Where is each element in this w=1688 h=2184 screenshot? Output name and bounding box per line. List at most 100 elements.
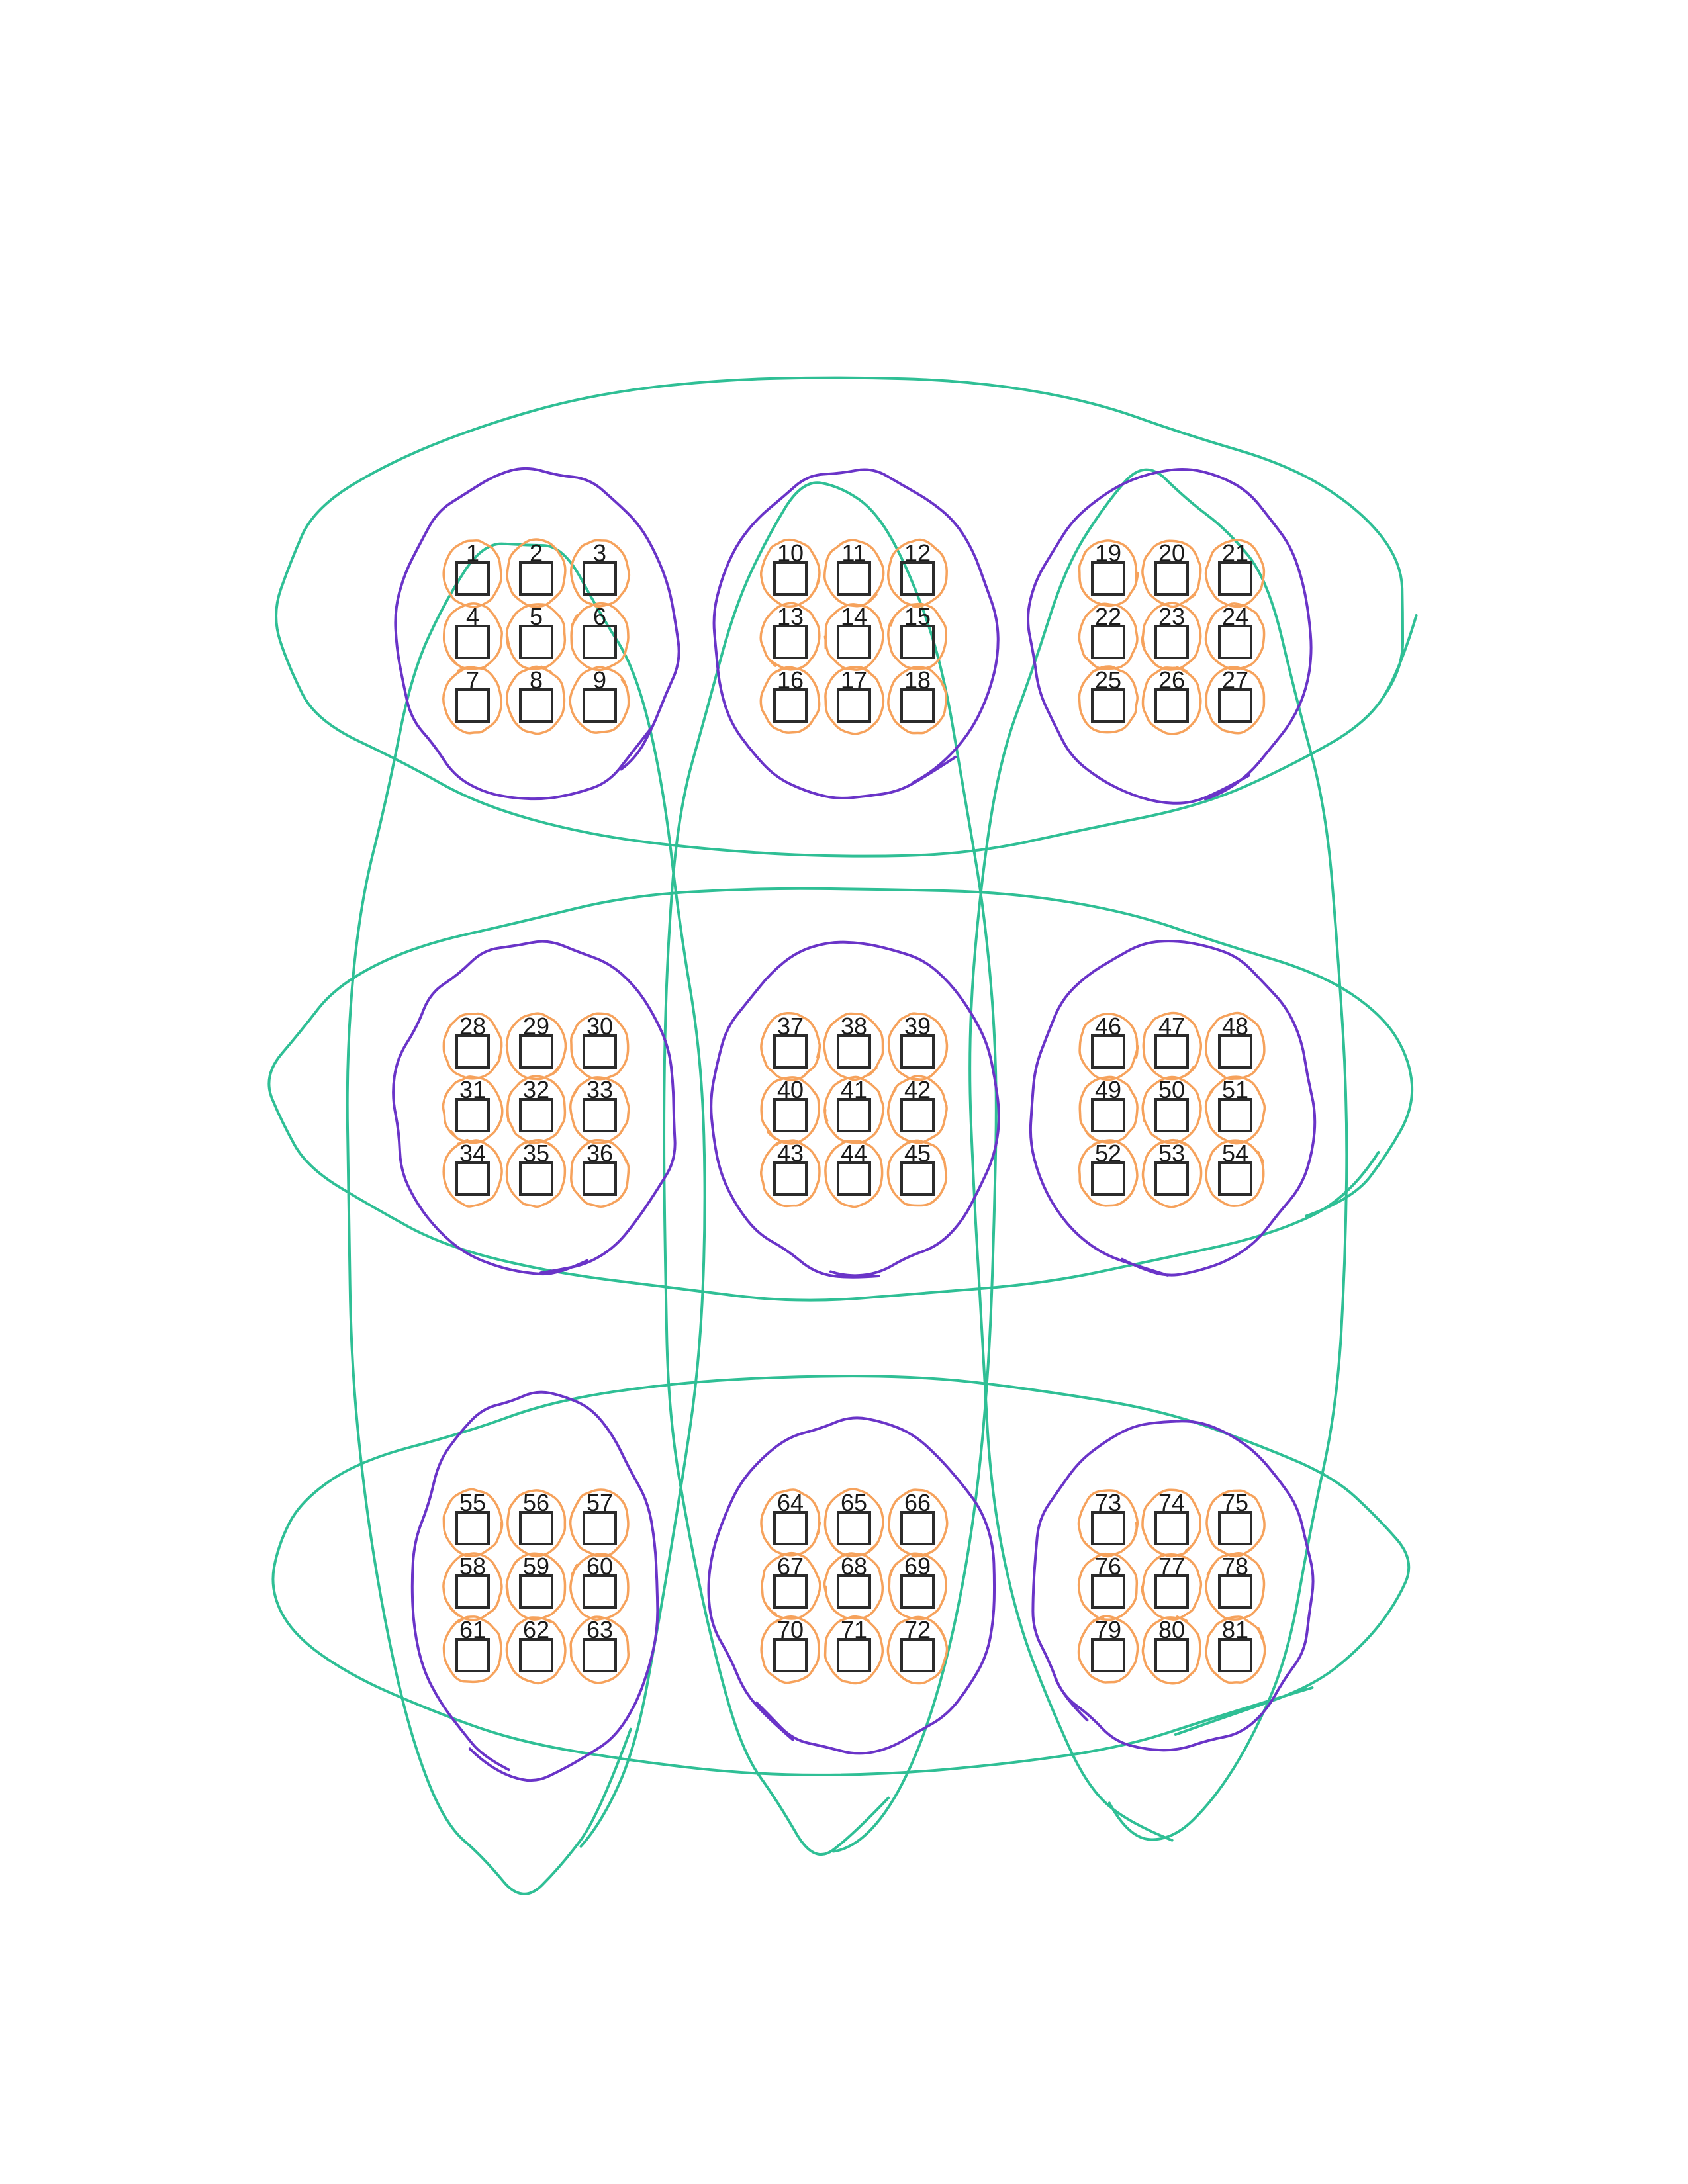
item-label: 1 [466, 539, 479, 567]
item-circle [1077, 1489, 1139, 1558]
item-circle [505, 1139, 567, 1208]
item-box [455, 688, 490, 723]
item-box [455, 625, 490, 659]
item-box [1218, 1511, 1252, 1545]
item-circle [442, 666, 503, 735]
item-box [900, 561, 935, 596]
item-label: 74 [1158, 1489, 1185, 1516]
item-box [519, 1161, 553, 1196]
item-label: 69 [904, 1553, 931, 1580]
item-box [455, 1511, 490, 1545]
item-label: 23 [1158, 603, 1185, 630]
item-circle [570, 1139, 630, 1208]
item-circles-layer [442, 538, 1266, 1685]
item-label: 27 [1222, 666, 1248, 694]
item-circle [506, 1489, 567, 1558]
item-circle [760, 1488, 821, 1557]
item-box [519, 1098, 553, 1132]
item-box [1218, 1161, 1252, 1196]
item-label: 76 [1095, 1553, 1121, 1580]
item-circle [1141, 602, 1202, 671]
item-label: 17 [841, 666, 867, 694]
item-box [583, 688, 617, 723]
item-label: 32 [523, 1076, 549, 1103]
item-box [455, 1098, 490, 1132]
item-box [1091, 1098, 1125, 1132]
item-circle [1078, 1139, 1139, 1207]
item-box [1154, 1511, 1189, 1545]
item-label: 34 [459, 1140, 486, 1167]
item-box [1091, 1574, 1125, 1609]
item-circle [888, 1552, 947, 1621]
region-loops-layer [267, 376, 1418, 1895]
item-label: 12 [904, 539, 931, 567]
item-label: 3 [593, 539, 606, 567]
item-box [519, 625, 553, 659]
item-label: 44 [841, 1140, 867, 1167]
item-box [837, 688, 871, 723]
item-label: 39 [904, 1013, 931, 1040]
item-circle [760, 1011, 821, 1081]
item-box [900, 1638, 935, 1672]
item-box [455, 561, 490, 596]
item-box [773, 1098, 808, 1132]
group-circle-block-4 [392, 940, 677, 1276]
item-label: 29 [523, 1013, 549, 1040]
item-box [1091, 1161, 1125, 1196]
item-label: 26 [1158, 666, 1185, 694]
item-label: 41 [841, 1076, 867, 1103]
item-circle [569, 1076, 630, 1144]
item-circle [442, 1012, 503, 1080]
item-circle [1141, 1075, 1202, 1144]
region-loop-middle-row [267, 887, 1414, 1302]
item-box [583, 1638, 617, 1672]
item-label: 67 [777, 1553, 804, 1580]
item-label: 75 [1222, 1489, 1248, 1516]
item-box [773, 1034, 808, 1069]
item-circle [570, 602, 630, 672]
item-box [773, 1511, 808, 1545]
item-label: 54 [1222, 1140, 1248, 1167]
item-circle [1142, 1011, 1203, 1081]
group-circle-block-5 [710, 940, 1000, 1279]
item-label: 57 [586, 1489, 613, 1516]
item-box [1218, 688, 1252, 723]
item-box [900, 688, 935, 723]
item-label: 49 [1095, 1076, 1121, 1103]
item-circle [505, 665, 566, 735]
item-label: 42 [904, 1076, 931, 1103]
item-label: 61 [459, 1616, 486, 1643]
item-label: 50 [1158, 1076, 1185, 1103]
item-box [583, 1161, 617, 1196]
item-box [837, 1161, 871, 1196]
item-circle [1205, 1615, 1266, 1684]
item-label: 14 [841, 603, 867, 630]
item-circle [505, 1075, 567, 1145]
item-box [1154, 625, 1189, 659]
item-label: 45 [904, 1140, 931, 1167]
item-label: 65 [841, 1489, 867, 1516]
item-box [900, 1034, 935, 1069]
item-circle [569, 666, 630, 734]
item-box [900, 1161, 935, 1196]
item-box [583, 1511, 617, 1545]
item-label: 77 [1158, 1553, 1185, 1580]
item-label: 60 [586, 1553, 613, 1580]
region-loop-center-column [663, 481, 998, 1856]
item-label: 4 [466, 603, 479, 630]
item-circle [823, 539, 885, 608]
item-box [1154, 1574, 1189, 1609]
item-circle [569, 1553, 630, 1621]
item-box [773, 1161, 808, 1196]
item-circle [1205, 1011, 1266, 1081]
group-circle-block-2 [712, 468, 1000, 799]
item-box [583, 1034, 617, 1069]
group-circle-block-8 [707, 1416, 996, 1755]
item-box [773, 688, 808, 723]
item-box [1218, 1034, 1252, 1069]
item-box [519, 688, 553, 723]
item-label: 63 [586, 1616, 613, 1643]
item-label: 53 [1158, 1140, 1185, 1167]
item-circle [1141, 1615, 1201, 1685]
